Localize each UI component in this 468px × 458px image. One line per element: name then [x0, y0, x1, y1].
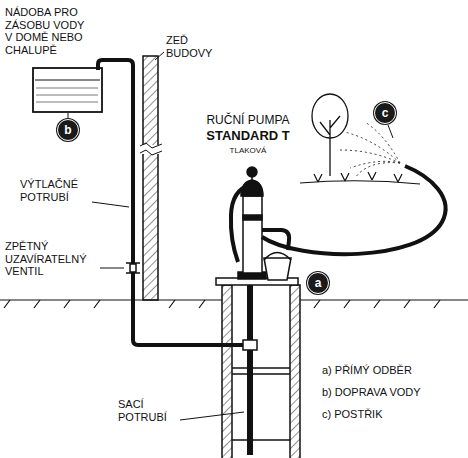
- garden-tree: [312, 94, 348, 176]
- hand-pump: [216, 167, 298, 285]
- callout-circle: b: [57, 119, 79, 141]
- callout-letter: c: [382, 107, 389, 119]
- text-label: b) DOPRAVA VODY: [322, 386, 462, 399]
- text-label: NÁDOBA PRO ZÁSOBU VODY V DOMĚ NEBO CHALU…: [5, 6, 87, 57]
- text-label: ZEĎ BUDOVY: [166, 34, 218, 59]
- text-label: ZPĚTNÝ UZAVÍRATELNÝ VENTIL: [5, 240, 101, 278]
- check-valve: [126, 263, 140, 273]
- text-label: a) PŘÍMÝ ODBĚR: [322, 364, 462, 377]
- text-label: TLAKOVÁ: [188, 146, 308, 155]
- well-shaft: [222, 285, 300, 458]
- garden-hose: [262, 166, 446, 254]
- text-label: c) POSTŘIK: [322, 408, 462, 421]
- ground-line: [0, 300, 468, 308]
- suction-pipe: [243, 285, 257, 455]
- callout-letter: b: [64, 124, 71, 136]
- text-label: RUČNÍ PUMPA: [188, 114, 308, 128]
- callout-circle: c: [374, 102, 396, 124]
- bucket: [264, 253, 291, 281]
- text-label: SACÍ POTRUBÍ: [118, 398, 180, 423]
- leader-line: [68, 52, 244, 420]
- water-tank: [33, 68, 102, 112]
- text-label: VÝTLAČNÉ POTRUBÍ: [20, 178, 92, 203]
- leader-line: [388, 125, 393, 138]
- garden-plants: [300, 172, 420, 184]
- text-label: STANDARD T: [188, 129, 308, 144]
- building-wall: [138, 56, 164, 300]
- callout-letter: a: [315, 277, 322, 289]
- callout-circle: a: [307, 272, 329, 294]
- water-spray: [340, 122, 400, 178]
